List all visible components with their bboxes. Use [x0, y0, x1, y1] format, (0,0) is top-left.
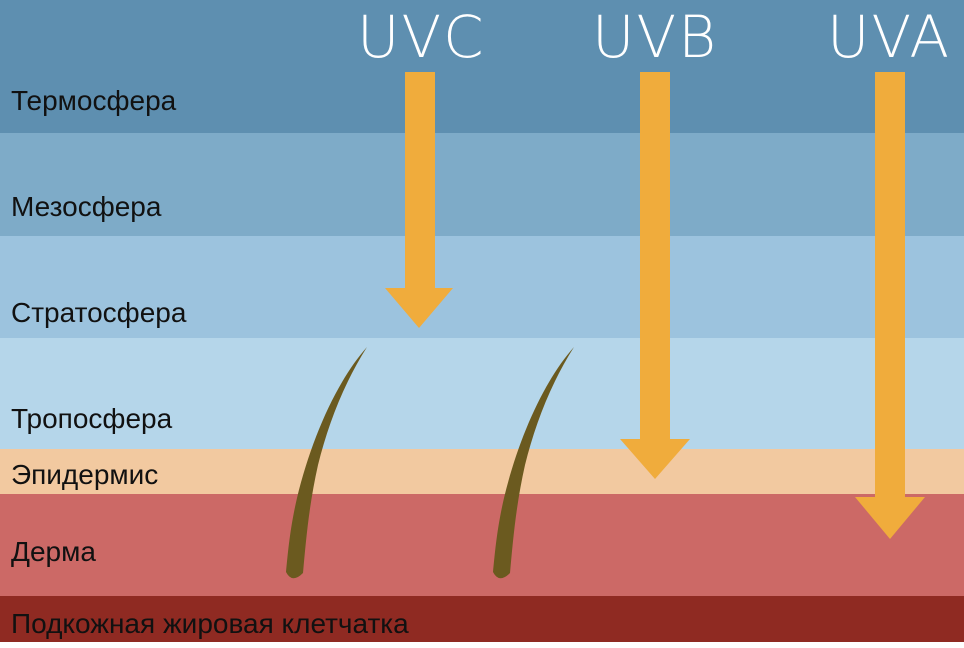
ray-label-uvc: UVC: [357, 3, 486, 71]
layer-label-thermosphere: Термосфера: [11, 85, 177, 116]
layer-band-thermosphere: [0, 0, 964, 133]
layer-label-stratosphere: Стратосфера: [11, 297, 187, 328]
layer-band-epidermis: [0, 449, 964, 494]
bottom-margin: [0, 642, 964, 648]
layer-label-epidermis: Эпидермис: [11, 459, 158, 490]
ray-label-uvb: UVB: [592, 3, 718, 71]
arrow-uvb: [620, 72, 690, 479]
hair-strand-right: [493, 347, 574, 579]
arrow-uvc: [385, 72, 453, 328]
ray-label-uva: UVA: [827, 3, 951, 71]
layer-label-dermis: Дерма: [11, 536, 96, 567]
layer-band-troposphere: [0, 338, 964, 449]
layer-band-mesosphere: [0, 133, 964, 236]
layer-label-mesosphere: Мезосфера: [11, 191, 162, 222]
hair-strand-left: [286, 347, 367, 579]
layer-label-hypodermis: Подкожная жировая клетчатка: [11, 608, 409, 639]
layer-label-troposphere: Тропосфера: [11, 403, 173, 434]
layer-band-hypodermis: [0, 596, 964, 642]
layer-band-stratosphere: [0, 236, 964, 338]
arrow-uva: [855, 72, 925, 539]
layer-band-dermis: [0, 494, 964, 596]
